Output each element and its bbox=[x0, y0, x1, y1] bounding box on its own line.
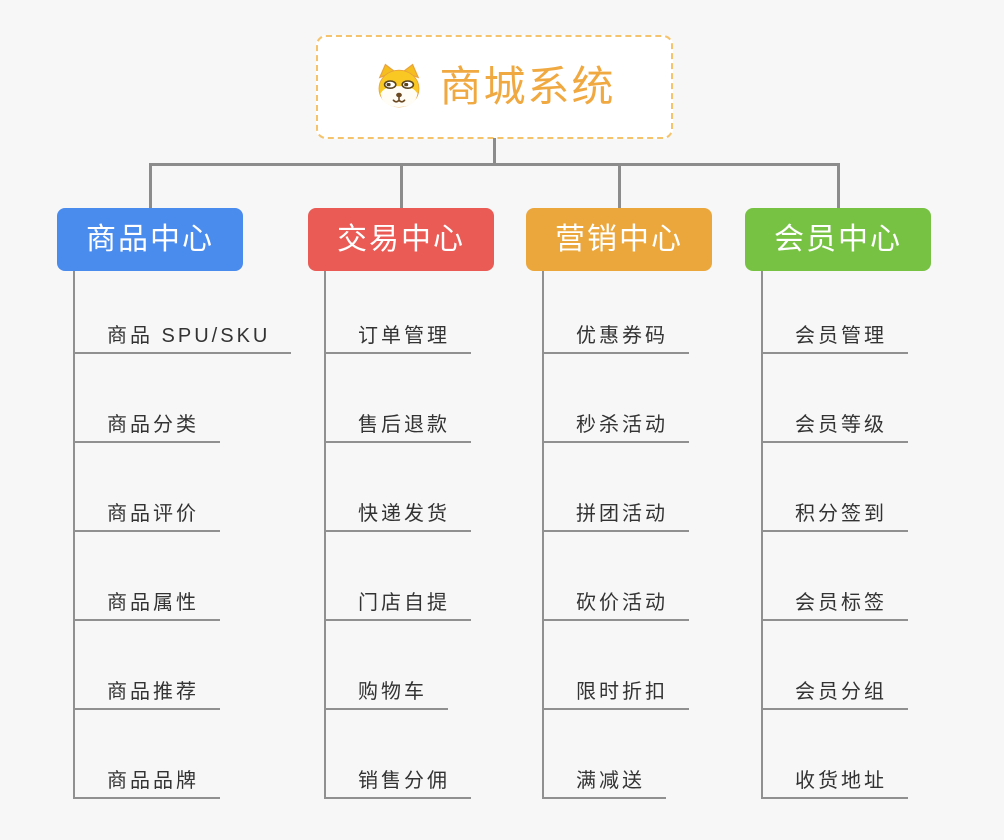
item-label: 商品评价 bbox=[107, 503, 199, 525]
connector-drop-products bbox=[149, 165, 152, 208]
branch-header-products[interactable]: 商品中心 bbox=[57, 208, 243, 271]
item-label: 收货地址 bbox=[795, 770, 887, 792]
item-label: 商品 SPU/SKU bbox=[107, 325, 271, 347]
root-node[interactable]: 商城系统 bbox=[316, 35, 673, 139]
node-item[interactable]: 商品品牌 bbox=[75, 710, 220, 799]
branch-items-products: 商品 SPU/SKU 商品分类 商品评价 商品属性 商品推荐 商品品牌 bbox=[73, 271, 292, 799]
item-label: 售后退款 bbox=[358, 414, 450, 436]
node-item[interactable]: 快递发货 bbox=[326, 443, 471, 532]
node-item[interactable]: 购物车 bbox=[326, 621, 448, 710]
item-label: 优惠券码 bbox=[576, 325, 668, 347]
branch-items-trade: 订单管理 售后退款 快递发货 门店自提 购物车 销售分佣 bbox=[324, 271, 471, 799]
node-item[interactable]: 售后退款 bbox=[326, 354, 471, 443]
item-label: 购物车 bbox=[358, 681, 427, 703]
node-item[interactable]: 会员标签 bbox=[763, 532, 908, 621]
node-item[interactable]: 积分签到 bbox=[763, 443, 908, 532]
branch-items-marketing: 优惠券码 秒杀活动 拼团活动 砍价活动 限时折扣 满减送 bbox=[542, 271, 689, 799]
connector-bus bbox=[149, 163, 840, 166]
branch-marketing: 营销中心 优惠券码 秒杀活动 拼团活动 砍价活动 限时折扣 满减送 bbox=[526, 208, 712, 799]
item-label: 商品推荐 bbox=[107, 681, 199, 703]
connector-drop-trade bbox=[400, 165, 403, 208]
node-item[interactable]: 商品分类 bbox=[75, 354, 220, 443]
node-item[interactable]: 订单管理 bbox=[326, 271, 471, 354]
connector-drop-marketing bbox=[618, 165, 621, 208]
node-item[interactable]: 商品属性 bbox=[75, 532, 220, 621]
item-label: 商品分类 bbox=[107, 414, 199, 436]
item-label: 商品品牌 bbox=[107, 770, 199, 792]
connector-root-drop bbox=[493, 138, 496, 165]
node-item[interactable]: 商品推荐 bbox=[75, 621, 220, 710]
item-label: 限时折扣 bbox=[576, 681, 668, 703]
branch-products: 商品中心 商品 SPU/SKU 商品分类 商品评价 商品属性 商品推荐 商品品牌 bbox=[57, 208, 292, 799]
node-item[interactable]: 会员等级 bbox=[763, 354, 908, 443]
node-item[interactable]: 秒杀活动 bbox=[544, 354, 689, 443]
branch-trade: 交易中心 订单管理 售后退款 快递发货 门店自提 购物车 销售分佣 bbox=[308, 208, 494, 799]
node-item[interactable]: 优惠券码 bbox=[544, 271, 689, 354]
item-label: 拼团活动 bbox=[576, 503, 668, 525]
branch-items-members: 会员管理 会员等级 积分签到 会员标签 会员分组 收货地址 bbox=[761, 271, 908, 799]
item-label: 会员分组 bbox=[795, 681, 887, 703]
node-item[interactable]: 满减送 bbox=[544, 710, 666, 799]
item-label: 积分签到 bbox=[795, 503, 887, 525]
node-item[interactable]: 商品评价 bbox=[75, 443, 220, 532]
item-label: 订单管理 bbox=[358, 325, 450, 347]
node-item[interactable]: 收货地址 bbox=[763, 710, 908, 799]
node-item[interactable]: 销售分佣 bbox=[326, 710, 471, 799]
branch-header-marketing[interactable]: 营销中心 bbox=[526, 208, 712, 271]
item-label: 快递发货 bbox=[358, 503, 450, 525]
node-item[interactable]: 限时折扣 bbox=[544, 621, 689, 710]
branch-members: 会员中心 会员管理 会员等级 积分签到 会员标签 会员分组 收货地址 bbox=[745, 208, 931, 799]
branch-header-trade[interactable]: 交易中心 bbox=[308, 208, 494, 271]
item-label: 会员标签 bbox=[795, 592, 887, 614]
item-label: 商品属性 bbox=[107, 592, 199, 614]
branch-header-members[interactable]: 会员中心 bbox=[745, 208, 931, 271]
node-item[interactable]: 拼团活动 bbox=[544, 443, 689, 532]
item-label: 秒杀活动 bbox=[576, 414, 668, 436]
connector-drop-members bbox=[837, 165, 840, 208]
node-item[interactable]: 会员分组 bbox=[763, 621, 908, 710]
node-item[interactable]: 门店自提 bbox=[326, 532, 471, 621]
item-label: 会员管理 bbox=[795, 325, 887, 347]
node-item[interactable]: 商品 SPU/SKU bbox=[75, 271, 292, 354]
item-label: 门店自提 bbox=[358, 592, 450, 614]
node-item[interactable]: 砍价活动 bbox=[544, 532, 689, 621]
item-label: 销售分佣 bbox=[358, 770, 450, 792]
item-label: 满减送 bbox=[576, 770, 645, 792]
root-title: 商城系统 bbox=[439, 63, 616, 110]
item-label: 会员等级 bbox=[795, 414, 887, 436]
item-label: 砍价活动 bbox=[576, 592, 668, 614]
node-item[interactable]: 会员管理 bbox=[763, 271, 908, 354]
dog-icon bbox=[379, 63, 420, 108]
